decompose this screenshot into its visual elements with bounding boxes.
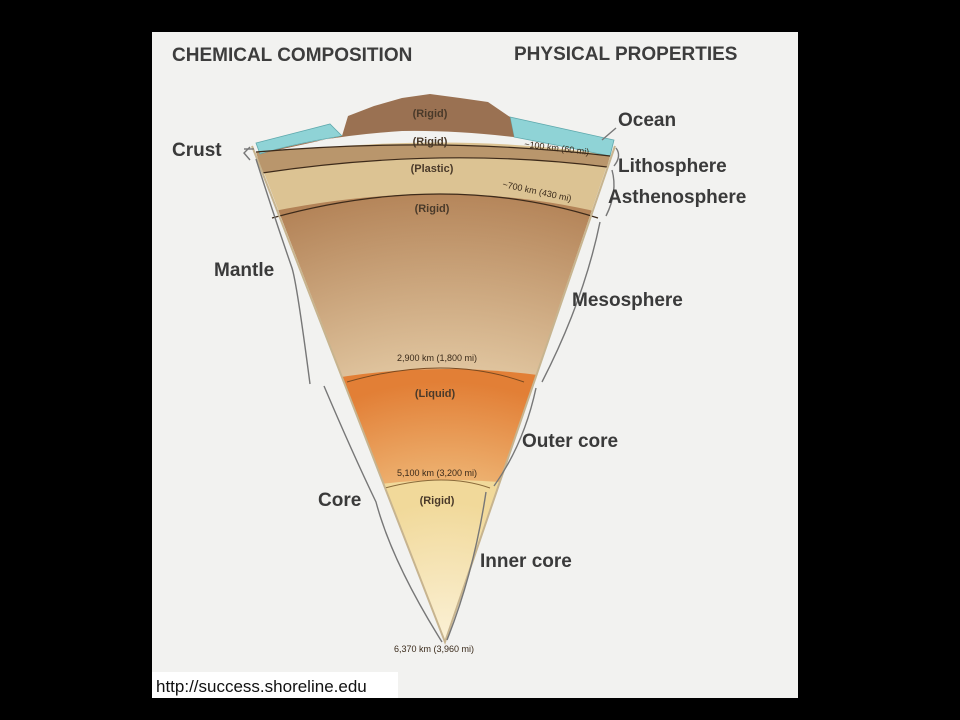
lithosphere-label: Lithosphere <box>618 156 727 177</box>
mantle-bracket <box>255 158 311 385</box>
earth-layers-diagram: CHEMICAL COMPOSITION PHYSICAL PROPERTIES… <box>152 44 746 698</box>
figure-panel: CHEMICAL COMPOSITION PHYSICAL PROPERTIES… <box>152 32 798 698</box>
asthenosphere-label: Asthenosphere <box>608 187 746 208</box>
lithosphere-layer <box>256 144 610 173</box>
inner-core-layer <box>352 480 552 642</box>
outer-core-state: (Liquid) <box>415 388 456 400</box>
mesosphere-label: Mesosphere <box>572 290 683 311</box>
mesosphere-bracket <box>541 221 601 383</box>
outer-core-label: Outer core <box>522 431 618 452</box>
asthenosphere-bracket <box>605 169 615 217</box>
ocean-leader <box>601 127 617 141</box>
inner-core-bracket <box>446 491 487 641</box>
physical-properties-heading: PHYSICAL PROPERTIES <box>514 44 737 65</box>
inner-core-label: Inner core <box>480 551 572 572</box>
earth-wedge <box>252 142 615 642</box>
ocean-label: Ocean <box>618 110 676 131</box>
crust-label: Crust <box>172 140 222 161</box>
crust-layer <box>260 94 514 154</box>
mantle-base-depth: 2,900 km (1,800 mi) <box>397 353 477 363</box>
lithosphere-state: (Rigid) <box>413 136 448 148</box>
core-label: Core <box>318 490 361 511</box>
mantle-label: Mantle <box>214 260 274 281</box>
source-box <box>152 672 398 698</box>
crust-state: (Rigid) <box>413 108 448 120</box>
inner-core-state: (Rigid) <box>420 495 455 507</box>
core-bracket <box>323 385 443 643</box>
center-depth: 6,370 km (3,960 mi) <box>394 644 474 654</box>
outer-core-base-depth: 5,100 km (3,200 mi) <box>397 468 477 478</box>
asthenosphere-state: (Plastic) <box>411 163 454 175</box>
ocean-left <box>255 123 343 155</box>
mesosphere-state: (Rigid) <box>415 203 450 215</box>
lithosphere-bracket <box>613 147 620 167</box>
chemical-composition-heading: CHEMICAL COMPOSITION <box>172 45 412 66</box>
source-url[interactable]: http://success.shoreline.edu <box>156 677 367 696</box>
outer-core-bracket <box>493 387 537 487</box>
